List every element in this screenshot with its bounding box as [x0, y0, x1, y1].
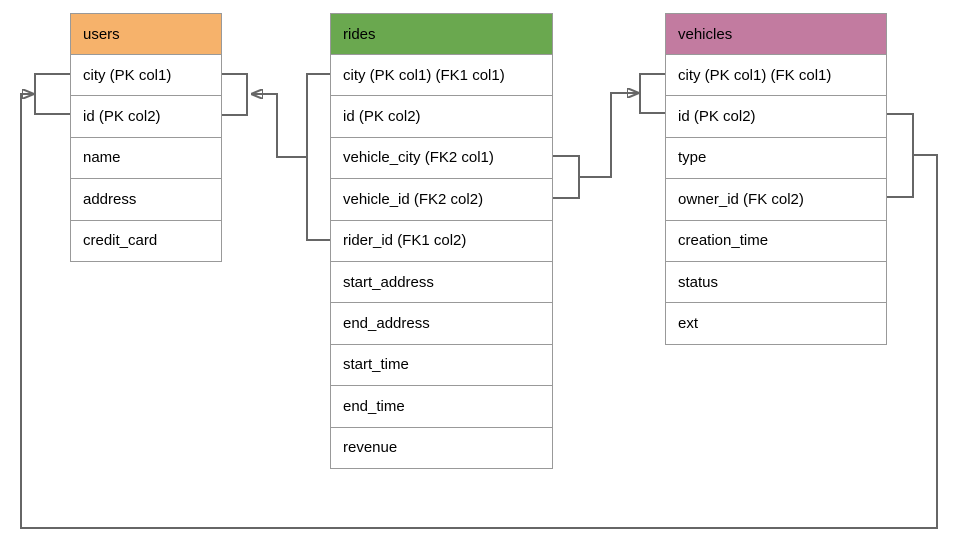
column-row: city (PK col1) — [71, 54, 221, 96]
column-row: start_time — [331, 343, 552, 386]
users-left-bracket — [34, 73, 70, 115]
column-row: id (PK col2) — [666, 95, 886, 137]
rides-to-users-arrow — [252, 94, 307, 158]
column-row: id (PK col2) — [71, 95, 221, 137]
column-row: revenue — [331, 426, 552, 468]
vehicles-left-bracket — [639, 73, 665, 114]
column-row: city (PK col1) (FK1 col1) — [331, 54, 552, 96]
column-row: address — [71, 178, 221, 220]
vehicles-right-bracket — [887, 113, 914, 198]
column-row: ext — [666, 302, 886, 344]
column-row: start_address — [331, 260, 552, 303]
column-row: vehicle_id (FK2 col2) — [331, 178, 552, 220]
rides-right-bracket — [553, 155, 580, 199]
table-header-vehicles: vehicles — [666, 14, 886, 54]
table-header-users: users — [71, 14, 221, 54]
rides-to-vehicles-arrow — [579, 93, 638, 178]
column-row: credit_card — [71, 219, 221, 261]
column-row: end_address — [331, 302, 552, 344]
rides-left-bracket — [306, 73, 330, 241]
column-row: end_time — [331, 385, 552, 427]
table-header-rides: rides — [331, 14, 552, 54]
column-row: city (PK col1) (FK col1) — [666, 54, 886, 96]
column-row: owner_id (FK col2) — [666, 178, 886, 220]
column-row: creation_time — [666, 219, 886, 261]
column-row: status — [666, 260, 886, 303]
column-row: id (PK col2) — [331, 95, 552, 137]
users-right-bracket — [222, 73, 248, 116]
column-row: rider_id (FK1 col2) — [331, 219, 552, 261]
column-row: type — [666, 136, 886, 179]
column-row: name — [71, 136, 221, 179]
column-row: vehicle_city (FK2 col1) — [331, 136, 552, 179]
